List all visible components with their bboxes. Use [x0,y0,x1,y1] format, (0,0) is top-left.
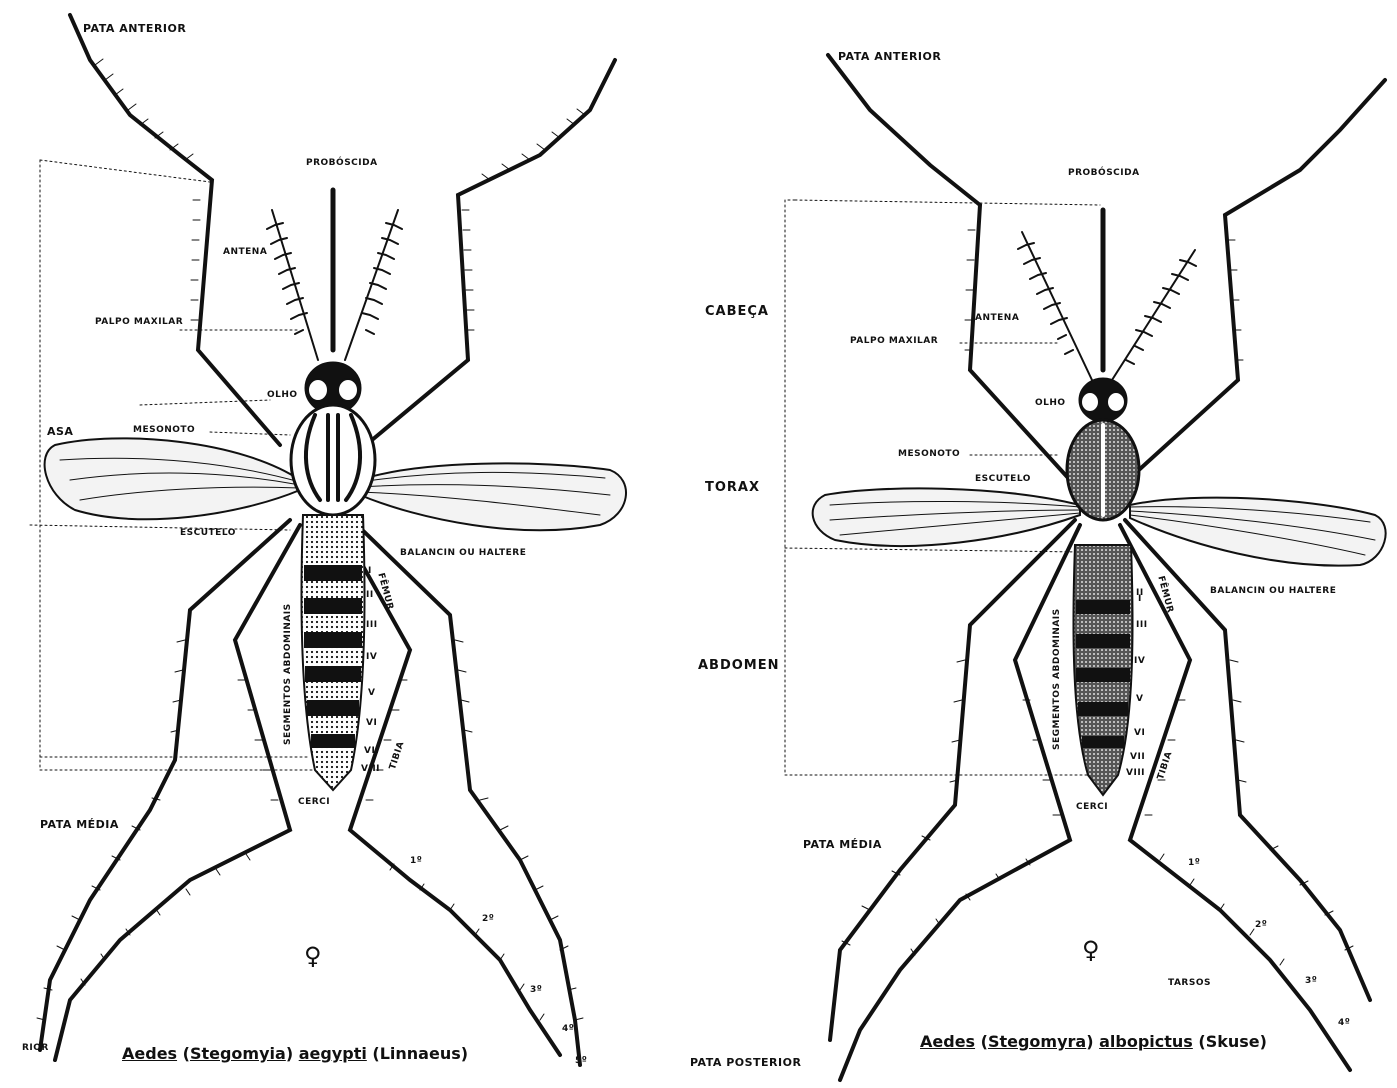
right-label-pata-posterior: PATA POSTERIOR [690,1056,801,1069]
right-caption-paren-close: ) [1086,1032,1093,1051]
left-segment-label: I [368,566,372,576]
left-front-leg-hairs [95,59,585,330]
left-tarsus-label: 4º [562,1024,574,1034]
left-tarsus-label: 2º [482,914,494,924]
left-segment-label: V [368,688,375,698]
left-abdomen [301,515,364,790]
left-eye-r [338,379,358,401]
right-tarsus-label: 4º [1338,1018,1350,1028]
left-female-symbol: ♀ [304,942,322,970]
left-segment-label: III [366,620,378,630]
left-label-proboscida: PROBÓSCIDA [306,158,378,168]
right-antennae [1018,232,1196,380]
right-segment-label: VI [1134,728,1145,738]
right-label-torax: TORAX [705,480,760,495]
right-label-mesonoto: MESONOTO [898,449,960,459]
right-label-pata-media: PATA MÉDIA [803,838,882,851]
right-label-pata-anterior: PATA ANTERIOR [838,50,941,63]
left-label-escutelo: ESCUTELO [180,528,236,538]
left-label-balancin: BALANCIN OU HALTERE [400,548,526,558]
left-segment-label: VIII [361,764,380,774]
left-tarsus-label: 5º [575,1056,587,1066]
left-label-antena: ANTENA [223,247,267,257]
left-label-pata-posterior: RIOR [22,1043,49,1053]
right-caption: Aedes (Stegomyra) albopictus (Skuse) [920,1032,1267,1051]
right-tarsus-label: 1º [1188,858,1200,868]
right-segment-label: V [1136,694,1143,704]
left-label-pata-anterior: PATA ANTERIOR [83,22,186,35]
right-label-cerci: CERCI [1076,802,1108,812]
left-label-olho: OLHO [267,390,298,400]
right-label-proboscida: PROBÓSCIDA [1068,168,1140,178]
right-eye-r [1107,392,1125,412]
left-caption-author: (Linnaeus) [372,1044,468,1063]
left-label-pata-media: PATA MÉDIA [40,818,119,831]
right-label-olho: OLHO [1035,398,1066,408]
left-eye-l [308,379,328,401]
left-segment-label: VI [366,718,377,728]
right-label-cabeca: CABEÇA [705,304,769,319]
right-caption-species: albopictus [1099,1032,1193,1051]
right-eye-l [1081,392,1099,412]
right-label-antena: ANTENA [975,313,1019,323]
left-thorax [291,405,375,515]
left-label-asa: ASA [47,425,73,438]
left-caption-genus: Aedes [122,1044,177,1063]
right-caption-subgenus: Stegomyra [988,1032,1086,1051]
right-tarsus-label: 2º [1255,920,1267,930]
right-segment-label: IV [1134,656,1145,666]
left-label-mesonoto: MESONOTO [133,425,195,435]
right-segment-label: VIII [1126,768,1145,778]
left-mosquito [30,15,626,1065]
left-tarsus-label: 1º [410,856,422,866]
left-label-palpo-maxilar: PALPO MAXILAR [95,317,183,327]
left-segment-label: IV [366,652,377,662]
right-label-escutelo: ESCUTELO [975,474,1031,484]
right-female-symbol: ♀ [1082,936,1100,964]
left-segment-label: VII [364,746,379,756]
right-segment-label: VII [1130,752,1145,762]
left-segment-label: II [366,590,374,600]
right-tarsus-label: 3º [1305,976,1317,986]
right-segment-label: II [1136,588,1144,598]
right-label-tarsos: TARSOS [1168,978,1211,988]
right-label-segmentos: SEGMENTOS ABDOMINAIS [1052,608,1062,750]
left-caption-paren-open: ( [183,1044,190,1063]
left-caption-subgenus: Stegomyia [190,1044,286,1063]
right-caption-genus: Aedes [920,1032,975,1051]
left-tarsus-label: 3º [530,985,542,995]
right-caption-author: (Skuse) [1198,1032,1267,1051]
left-caption-species: aegypti [299,1044,367,1063]
left-label-cerci: CERCI [298,797,330,807]
left-caption: Aedes (Stegomyia) aegypti (Linnaeus) [122,1044,468,1063]
left-label-segmentos: SEGMENTOS ABDOMINAIS [283,603,293,745]
right-label-palpo-maxilar: PALPO MAXILAR [850,336,938,346]
right-mosquito [785,55,1386,1080]
right-segment-label: III [1136,620,1148,630]
left-caption-paren-close: ) [286,1044,293,1063]
right-label-balancin: BALANCIN OU HALTERE [1210,586,1336,596]
right-label-abdomen: ABDOMEN [698,658,780,673]
right-caption-paren-open: ( [981,1032,988,1051]
